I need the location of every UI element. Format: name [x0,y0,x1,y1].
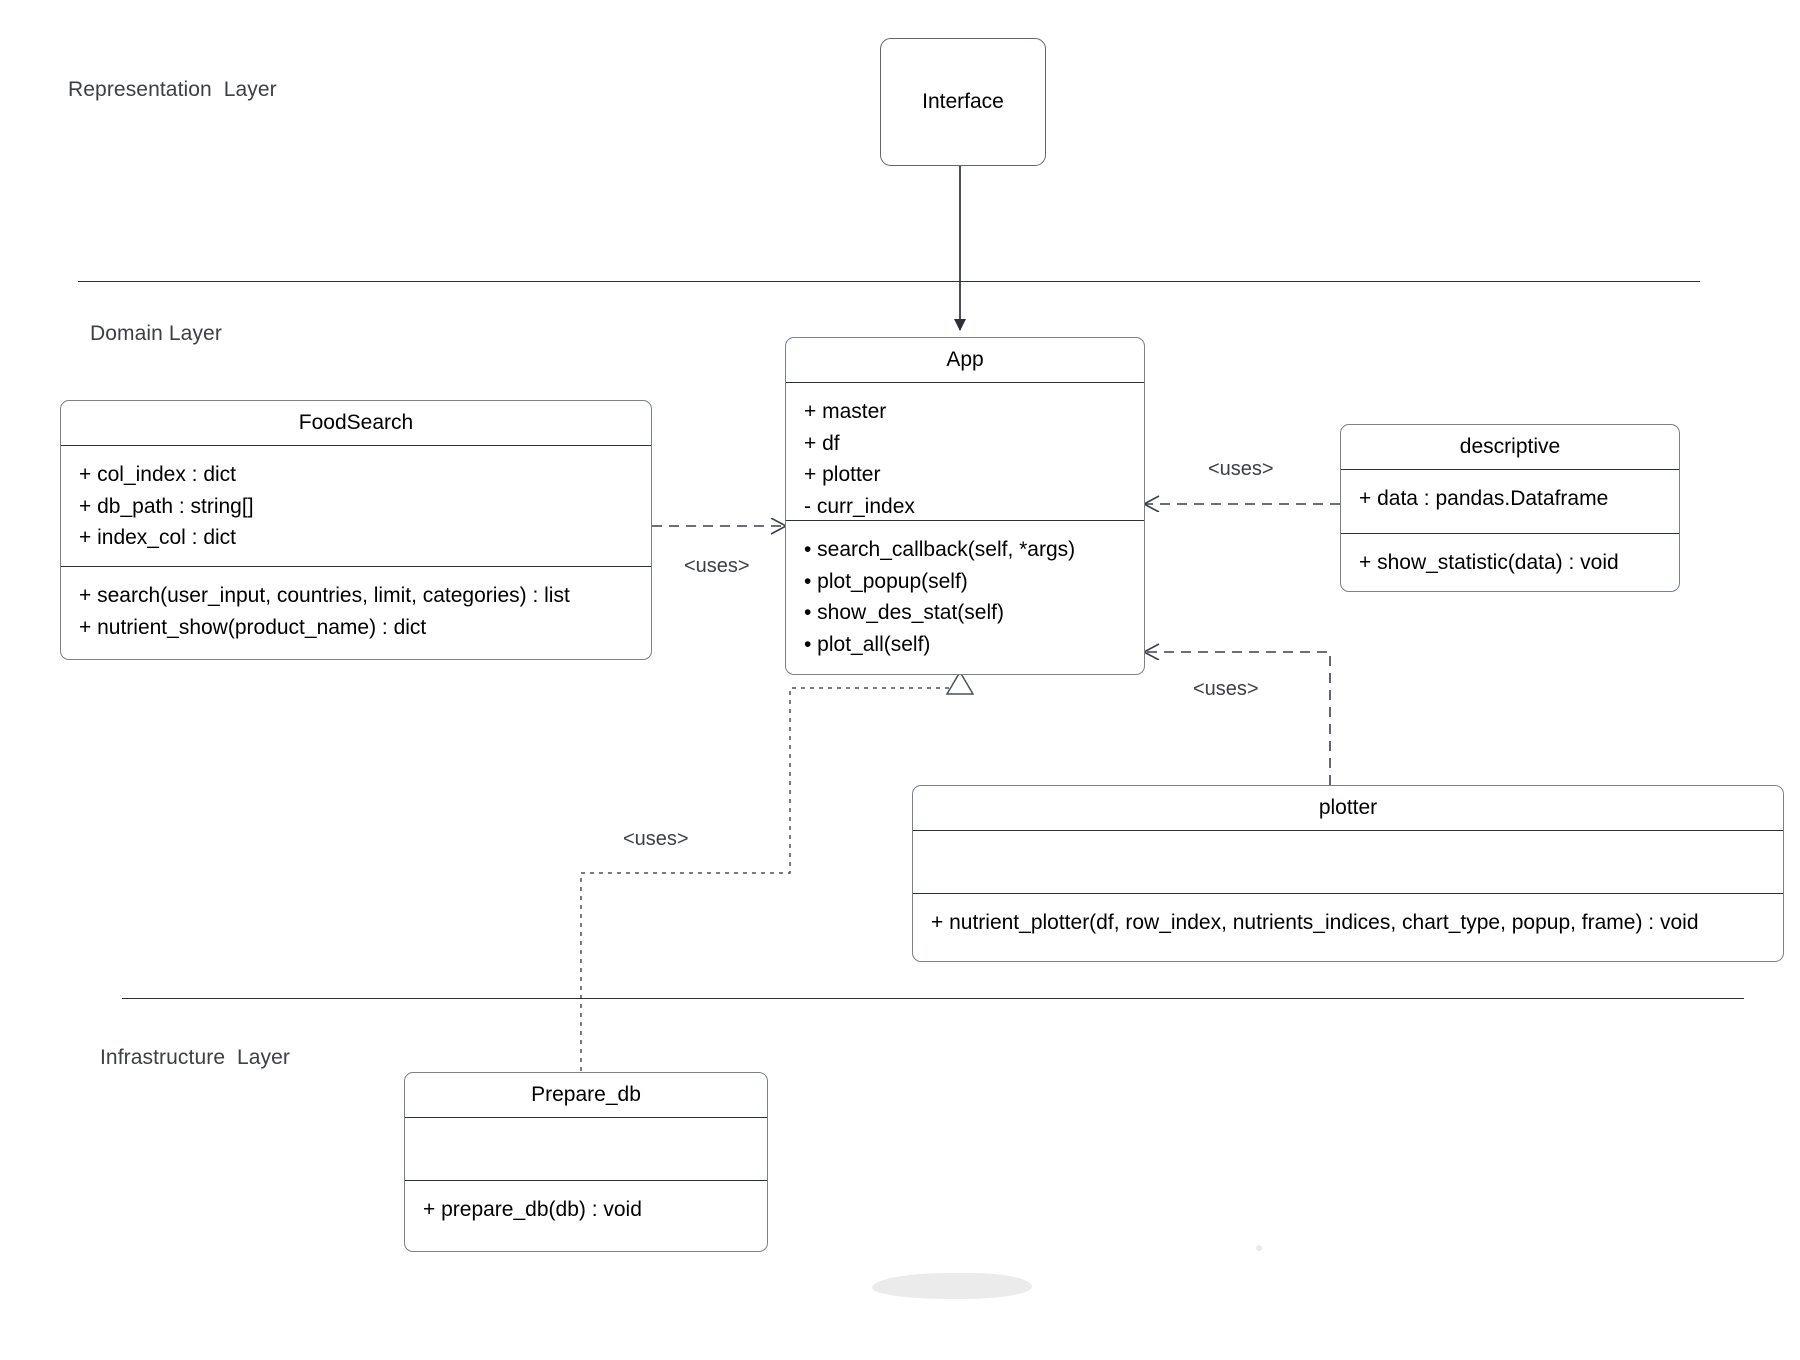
method-row: • show_des_stat(self) [804,601,1004,625]
class-node-foodsearch[interactable]: FoodSearch + col_index : dict + db_path … [60,400,652,660]
class-title-app: App [946,348,984,371]
class-title-interface: Interface [922,90,1004,113]
method-row: • plot_popup(self) [804,569,968,593]
class-methods-foodsearch: + search(user_input, countries, limit, c… [61,567,651,656]
scan-speck-artifact [1256,1245,1262,1251]
class-title-preparedb: Prepare_db [531,1083,641,1106]
method-row: + nutrient_show(product_name) : dict [79,615,427,639]
class-node-app[interactable]: App + master + df + plotter - curr_index… [785,337,1145,675]
layer-label-representation: Representation Layer [68,78,277,101]
relationship-label-plotter-app: <uses> [1193,678,1259,700]
class-title-foodsearch: FoodSearch [298,411,414,434]
class-separator [1341,469,1679,471]
class-attributes-descriptive: + data : pandas.Dataframe [1341,470,1679,533]
class-title-descriptive: descriptive [1459,435,1561,458]
attribute-row: + index_col : dict [79,526,237,550]
class-separator [786,520,1144,522]
attribute-row: - curr_index [804,494,915,518]
class-attributes-foodsearch: + col_index : dict + db_path : string[] … [61,446,651,566]
class-attributes-plotter [913,831,1783,893]
class-attributes-preparedb [405,1118,767,1180]
method-row: + search(user_input, countries, limit, c… [79,584,570,608]
class-node-descriptive[interactable]: descriptive + data : pandas.Dataframe + … [1340,424,1680,592]
class-node-interface[interactable]: Interface [880,38,1046,166]
class-separator [913,893,1783,895]
relationship-label-descriptive-app: <uses> [1208,458,1274,480]
class-separator [786,382,1144,384]
method-row: • plot_all(self) [804,632,931,656]
class-separator [405,1180,767,1182]
divider-representation-domain [78,281,1700,282]
class-methods-plotter: + nutrient_plotter(df, row_index, nutrie… [913,894,1783,952]
attribute-row: + plotter [804,463,881,487]
relationship-label-foodsearch-app: <uses> [684,555,750,577]
class-attributes-app: + master + df + plotter - curr_index [786,383,1144,520]
class-title-plotter: plotter [1318,796,1378,819]
class-node-preparedb[interactable]: Prepare_db + prepare_db(db) : void [404,1072,768,1252]
method-row: • search_callback(self, *args) [804,538,1076,562]
attribute-row: + master [804,400,887,424]
divider-domain-infrastructure [122,998,1744,999]
class-separator [405,1117,767,1119]
class-separator [913,830,1783,832]
class-separator [61,445,651,447]
class-methods-app: • search_callback(self, *args) • plot_po… [786,521,1144,673]
class-node-plotter[interactable]: plotter + nutrient_plotter(df, row_index… [912,785,1784,962]
class-separator [61,566,651,568]
connector-plotter-app [1145,652,1331,785]
attribute-row: + db_path : string[] [79,494,254,518]
layer-label-infrastructure: Infrastructure Layer [100,1046,291,1069]
attribute-row: + data : pandas.Dataframe [1359,487,1609,511]
class-methods-descriptive: + show_statistic(data) : void [1341,534,1679,591]
layer-label-domain: Domain Layer [90,322,222,345]
method-row: + prepare_db(db) : void [423,1198,642,1222]
attribute-row: + col_index : dict [79,463,237,487]
relationship-label-preparedb-app: <uses> [623,828,689,850]
scan-smudge-artifact [872,1273,1032,1299]
class-methods-preparedb: + prepare_db(db) : void [405,1181,767,1239]
class-separator [1341,533,1679,535]
method-row: + nutrient_plotter(df, row_index, nutrie… [931,911,1699,935]
method-row: + show_statistic(data) : void [1359,551,1619,575]
attribute-row: + df [804,431,840,455]
